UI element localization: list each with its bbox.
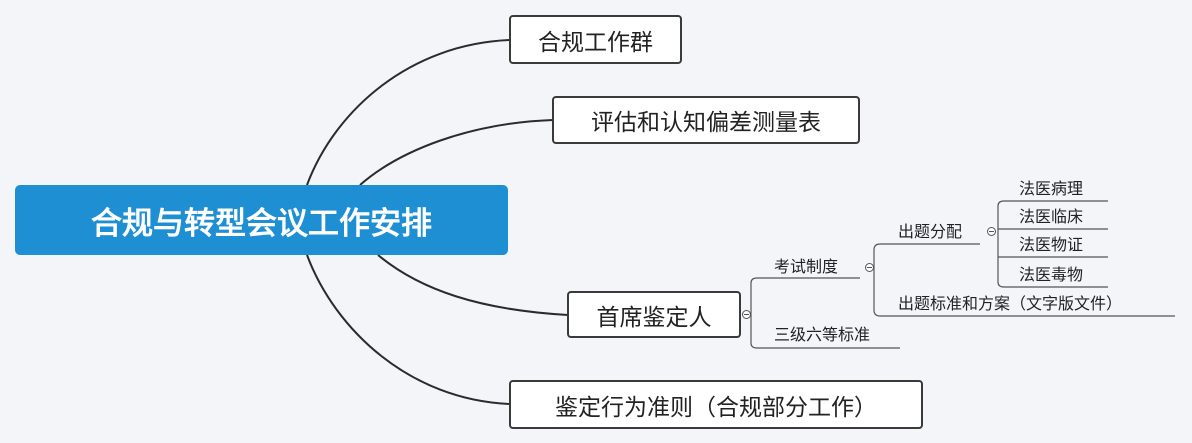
link-exam-sub xyxy=(873,243,1175,317)
link-root-b1 xyxy=(306,39,511,186)
subtopic-exam-system[interactable]: 考试制度 xyxy=(774,257,839,276)
link-root-b2 xyxy=(359,119,554,186)
branch-compliance-group[interactable]: 合规工作群 xyxy=(509,15,682,64)
link-b3-sub xyxy=(750,277,900,349)
collapse-toggle-exam[interactable] xyxy=(865,263,874,272)
link-root-b4 xyxy=(306,254,511,405)
subtopic-question-assign[interactable]: 出题分配 xyxy=(898,222,963,241)
branch-code-of-conduct[interactable]: 鉴定行为准则（合规部分工作） xyxy=(509,380,923,429)
subtopic-question-plan[interactable]: 出题标准和方案（文字版文件） xyxy=(898,294,1123,313)
link-assign-leaf xyxy=(997,200,1108,288)
leaf-forensic-toxicology[interactable]: 法医毒物 xyxy=(1019,265,1084,284)
branch-assessment-scale[interactable]: 评估和认知偏差测量表 xyxy=(552,96,860,144)
root-topic[interactable]: 合规与转型会议工作安排 xyxy=(15,185,508,255)
collapse-toggle-chief-appraiser[interactable] xyxy=(742,310,751,319)
leaf-forensic-clinical[interactable]: 法医临床 xyxy=(1019,207,1084,226)
branch-chief-appraiser[interactable]: 首席鉴定人 xyxy=(567,291,741,338)
leaf-forensic-physical[interactable]: 法医物证 xyxy=(1019,235,1084,254)
link-root-b3 xyxy=(377,254,569,316)
collapse-toggle-assign[interactable] xyxy=(987,227,996,236)
subtopic-three-levels[interactable]: 三级六等标准 xyxy=(774,325,871,344)
leaf-forensic-pathology[interactable]: 法医病理 xyxy=(1019,179,1084,198)
